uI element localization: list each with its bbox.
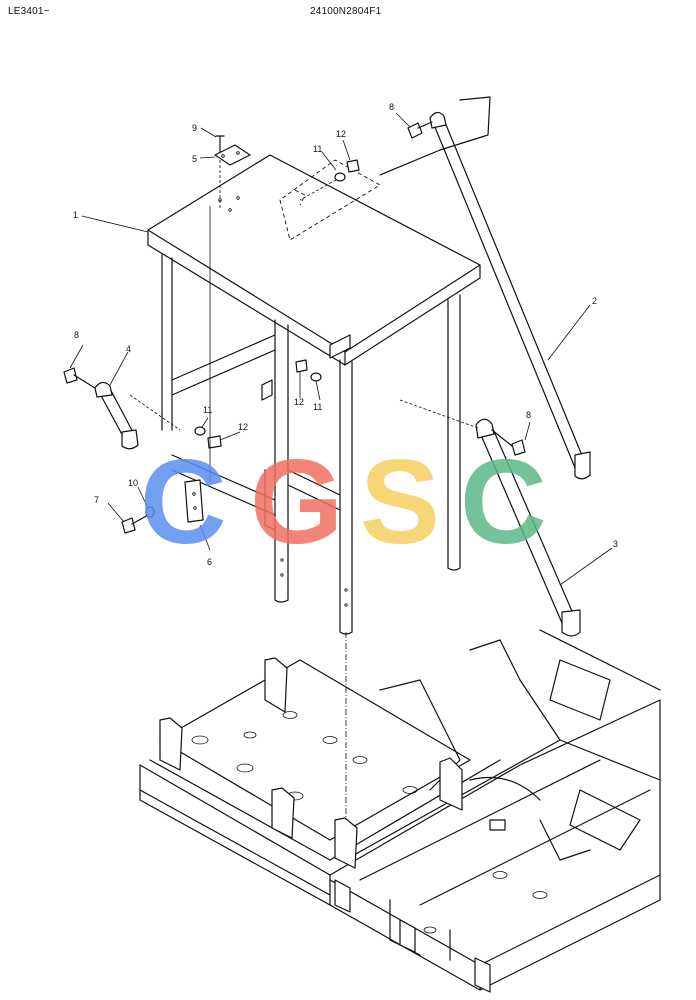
callout-11-mid: 11 [313,402,322,412]
watermark-letter-c1: C [140,435,227,569]
plate-6 [184,479,204,523]
callout-8-top: 8 [389,102,394,112]
watermark-letter-c2: C [460,435,547,569]
callout-12-mid: 12 [294,397,304,407]
callout-3: 3 [613,539,618,549]
washer-10 [145,506,155,518]
nut-11-mid [310,372,322,382]
nut-11-left [194,426,206,436]
watermark-letter-g: G [250,435,343,569]
watermark-logo: C G S C [140,435,547,569]
callout-4: 4 [126,344,131,354]
stand-assembly [147,154,481,635]
watermark-letter-s: S [360,435,440,569]
bolt-8-right [491,429,526,456]
nut-12-top [346,159,360,173]
bolt-8-left [63,367,96,389]
bolt-8-top [407,121,433,139]
callout-5: 5 [192,154,197,164]
strut-2 [379,96,591,480]
base-frame [139,629,661,993]
callout-9: 9 [192,123,197,133]
callout-7: 7 [94,495,99,505]
callout-12-left: 12 [238,422,248,432]
callout-6: 6 [207,557,212,567]
nut-12-left [207,435,222,449]
callout-12-top: 12 [336,129,346,139]
nut-12-mid [295,359,308,373]
nut-11-top [334,172,346,182]
header-drawing-number: 24100N2804F1 [310,6,382,17]
strut-3 [399,399,581,637]
callout-11-top: 11 [313,144,322,154]
callout-8-left: 8 [74,330,79,340]
callout-10: 10 [128,478,138,488]
header-left-code: LE3401~ [8,6,50,17]
callout-8-right: 8 [526,410,531,420]
callout-2: 2 [592,296,597,306]
strut-4 [94,381,139,450]
plate-5 [214,144,251,166]
callout-1: 1 [73,210,78,220]
leader-lines [69,112,613,586]
bolt-7 [121,514,149,534]
callout-11-left: 11 [203,405,212,415]
